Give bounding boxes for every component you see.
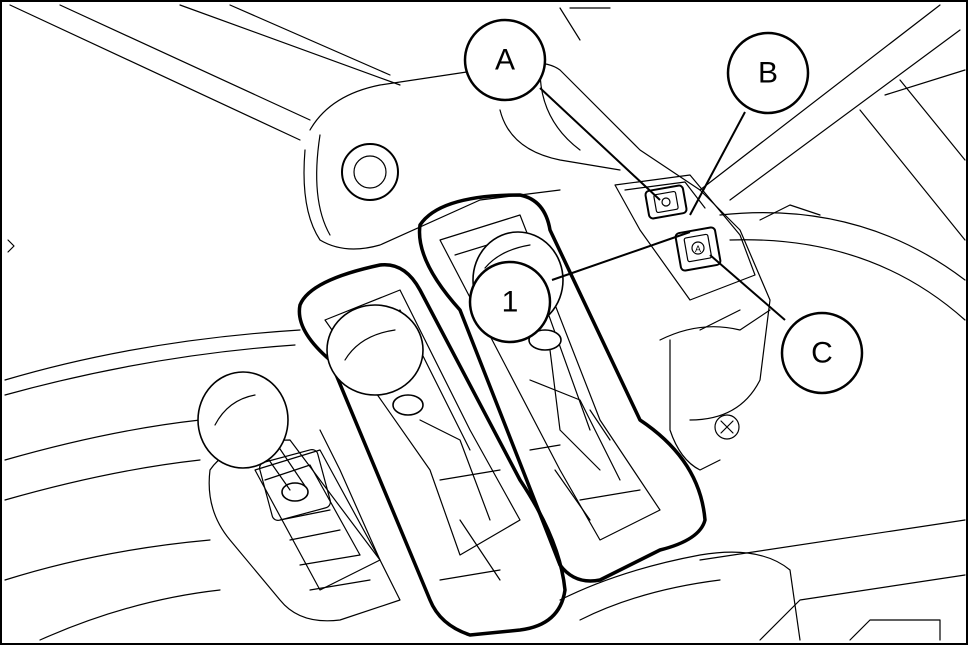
leader-lines	[539, 87, 786, 321]
callout-c: C	[780, 311, 864, 395]
callout-a: A	[463, 18, 547, 102]
svg-text:A: A	[695, 244, 701, 254]
switch-panel: A	[614, 174, 756, 301]
callout-c-label: C	[811, 337, 833, 370]
leader-a	[539, 87, 661, 201]
cab-structure	[4, 4, 966, 641]
leader-c	[709, 254, 786, 321]
rotary-dial-inner	[353, 155, 387, 189]
right-lever-shaft	[528, 329, 562, 351]
callout-1-label: 1	[502, 286, 519, 319]
rotary-dial-outer	[341, 143, 399, 201]
left-lever-knob	[326, 304, 424, 396]
left-lever-shaft	[392, 394, 424, 416]
bottom-console	[559, 551, 801, 641]
callout-a-label: A	[495, 44, 515, 77]
joystick-knob	[197, 371, 289, 469]
callout-1: 1	[468, 260, 552, 344]
callout-b: B	[726, 31, 810, 115]
leader-b	[689, 111, 746, 216]
switch-c	[674, 226, 722, 272]
switch-a	[644, 184, 688, 220]
left-lever-housing	[297, 262, 567, 637]
callout-b-label: B	[758, 57, 778, 90]
screw-head	[714, 414, 740, 440]
joystick-assembly	[197, 371, 401, 622]
leader-1	[551, 231, 691, 281]
